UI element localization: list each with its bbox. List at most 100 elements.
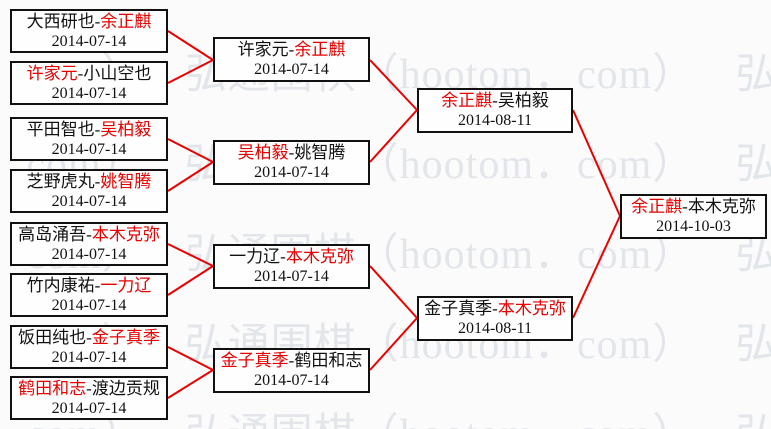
connector-line: [167, 369, 214, 399]
match-players: 一力辽-本木克弥: [229, 247, 354, 267]
player-name: 吴柏毅: [497, 91, 549, 110]
match-box: 一力辽-本木克弥 2014-07-14: [213, 244, 370, 289]
dash-separator: -: [682, 197, 688, 216]
match-date: 2014-07-14: [51, 245, 127, 263]
connector-line: [167, 138, 214, 163]
match-players: 金子真季-鹤田和志: [221, 351, 363, 371]
player-name: 一力辽: [229, 247, 281, 266]
dash-separator: -: [94, 171, 101, 191]
match-box: 鹤田和志-渡边贡规 2014-07-14: [10, 376, 168, 420]
connector-line: [167, 30, 214, 61]
player-name: 余正麒: [294, 40, 346, 59]
player-name: 竹内康祐: [26, 275, 95, 295]
player-name: 姚智腾: [294, 143, 346, 162]
match-players: 大西研也-余正麒: [27, 12, 152, 32]
player-name: 余正麒: [100, 11, 152, 31]
match-box: 金子真季-本木克弥 2014-08-11: [417, 296, 573, 341]
player-name: 金子真季: [91, 327, 160, 347]
match-players: 许家元-小山空也: [27, 64, 152, 84]
player-name: 高岛涌吾: [18, 224, 87, 244]
connector-line: [167, 59, 214, 84]
match-box: 平田智也-吴柏毅 2014-07-14: [10, 117, 168, 161]
dash-separator: -: [492, 91, 498, 110]
dash-separator: -: [94, 275, 101, 295]
match-players: 吴柏毅-姚智腾: [238, 143, 346, 163]
connector-line: [167, 346, 214, 371]
connector-line: [572, 215, 621, 319]
player-name: 鹤田和志: [18, 378, 87, 398]
player-name: 吴柏毅: [237, 143, 289, 162]
match-box: 竹内康祐-一力辽 2014-07-14: [10, 273, 168, 317]
match-players: 竹内康祐-一力辽: [27, 276, 152, 296]
match-players: 余正麒-吴柏毅: [441, 91, 549, 111]
dash-separator: -: [492, 299, 498, 318]
match-players: 饭田纯也-金子真季: [18, 328, 160, 348]
match-date: 2014-07-14: [51, 399, 127, 417]
dash-separator: -: [288, 351, 295, 370]
match-players: 高岛涌吾-本木克弥: [18, 225, 160, 245]
match-players: 许家元-余正麒: [238, 40, 346, 60]
match-box: 余正麒-吴柏毅 2014-08-11: [417, 88, 573, 133]
match-date: 2014-07-14: [51, 348, 127, 366]
player-name: 本木克弥: [91, 224, 160, 244]
player-name: 许家元: [26, 63, 78, 83]
connector-line: [369, 265, 418, 319]
player-name: 本木克弥: [497, 299, 566, 318]
player-name: 余正麒: [441, 91, 493, 110]
player-name: 大西研也: [26, 11, 95, 31]
match-box: 吴柏毅-姚智腾 2014-07-14: [213, 140, 370, 185]
match-players: 余正麒-本木克弥: [631, 197, 756, 217]
dash-separator: -: [86, 378, 92, 398]
match-date: 2014-07-14: [51, 32, 127, 50]
connector-line: [369, 59, 418, 111]
dash-separator: -: [94, 119, 101, 139]
player-name: 许家元: [237, 40, 289, 59]
match-players: 芝野虎丸-姚智腾: [27, 172, 152, 192]
player-name: 本木克弥: [687, 197, 756, 216]
connector-line: [167, 161, 214, 192]
match-date: 2014-10-03: [656, 218, 731, 235]
player-name: 余正麒: [631, 197, 683, 216]
match-box: 金子真季-鹤田和志 2014-07-14: [213, 348, 370, 393]
player-name: 鹤田和志: [294, 351, 363, 370]
match-date: 2014-07-14: [254, 164, 329, 181]
match-players: 鹤田和志-渡边贡规: [18, 379, 160, 399]
player-name: 平田智也: [26, 119, 95, 139]
player-name: 芝野虎丸: [26, 171, 95, 191]
player-name: 一力辽: [100, 275, 152, 295]
match-date: 2014-07-14: [254, 61, 329, 78]
match-date: 2014-07-14: [254, 268, 329, 285]
match-date: 2014-08-11: [457, 320, 533, 337]
match-box: 大西研也-余正麒 2014-07-14: [10, 9, 168, 53]
player-name: 饭田纯也: [18, 327, 87, 347]
match-date: 2014-07-14: [51, 84, 127, 102]
connector-line: [369, 109, 418, 163]
match-date: 2014-07-14: [51, 140, 127, 158]
connector-line: [167, 265, 214, 296]
match-players: 金子真季-本木克弥: [424, 299, 566, 319]
match-box: 许家元-余正麒 2014-07-14: [213, 37, 370, 82]
player-name: 吴柏毅: [100, 119, 152, 139]
match-date: 2014-08-11: [457, 112, 533, 129]
match-box: 许家元-小山空也 2014-07-14: [10, 61, 168, 105]
dash-separator: -: [288, 143, 295, 162]
connector-line: [167, 243, 214, 267]
match-box: 余正麒-本木克弥 2014-10-03: [620, 194, 767, 239]
player-name: 小山空也: [83, 63, 152, 83]
dash-separator: -: [77, 63, 84, 83]
match-date: 2014-07-14: [51, 296, 127, 314]
player-name: 姚智腾: [100, 171, 152, 191]
match-box: 芝野虎丸-姚智腾 2014-07-14: [10, 169, 168, 213]
player-name: 金子真季: [220, 351, 289, 370]
match-players: 平田智也-吴柏毅: [27, 120, 152, 140]
player-name: 金子真季: [424, 299, 493, 318]
dash-separator: -: [280, 247, 286, 266]
match-box: 高岛涌吾-本木克弥 2014-07-14: [10, 222, 168, 266]
player-name: 本木克弥: [285, 247, 354, 266]
match-date: 2014-07-14: [51, 192, 127, 210]
dash-separator: -: [86, 327, 92, 347]
player-name: 渡边贡规: [91, 378, 160, 398]
match-box: 饭田纯也-金子真季 2014-07-14: [10, 325, 168, 369]
